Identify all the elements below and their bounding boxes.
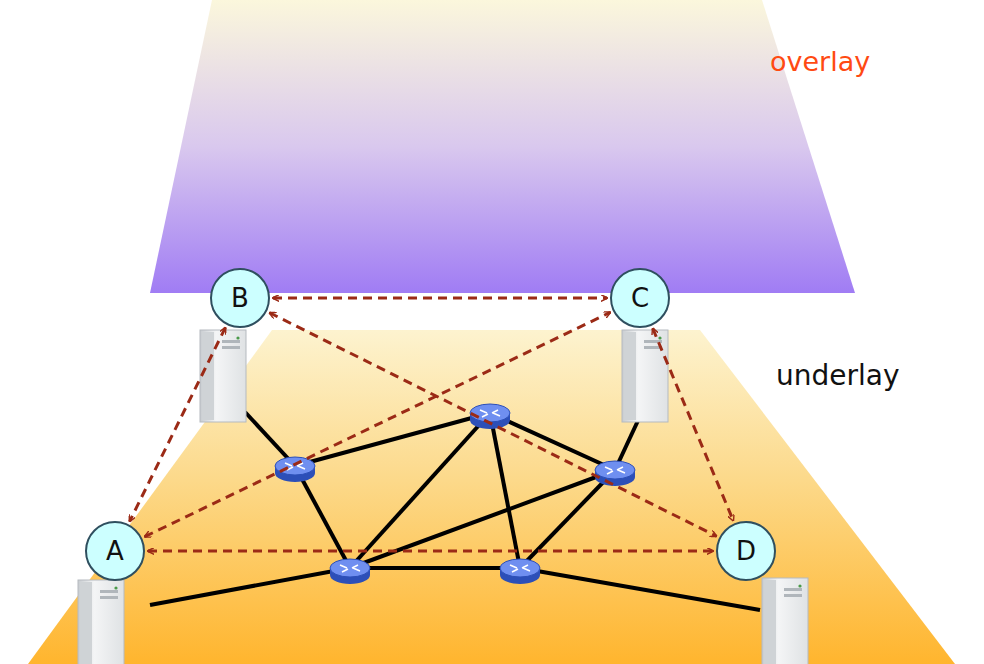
overlay-link (653, 328, 733, 520)
peer-letter: A (106, 538, 124, 564)
layer-label: overlay (770, 48, 870, 75)
peer-letter: B (231, 285, 249, 311)
overlay-link (145, 312, 611, 536)
overlay-link (148, 550, 713, 553)
overlay-link (130, 328, 226, 522)
overlay-link (270, 313, 717, 536)
overlay-link (273, 297, 607, 300)
peer-circle: A (85, 521, 145, 581)
peer-circle: B (210, 268, 270, 328)
peer-letter: C (631, 285, 649, 311)
peer-circle: D (716, 521, 776, 581)
peer-circle: C (610, 268, 670, 328)
layer-label: underlay (776, 362, 900, 390)
peer-letter: D (736, 538, 756, 564)
